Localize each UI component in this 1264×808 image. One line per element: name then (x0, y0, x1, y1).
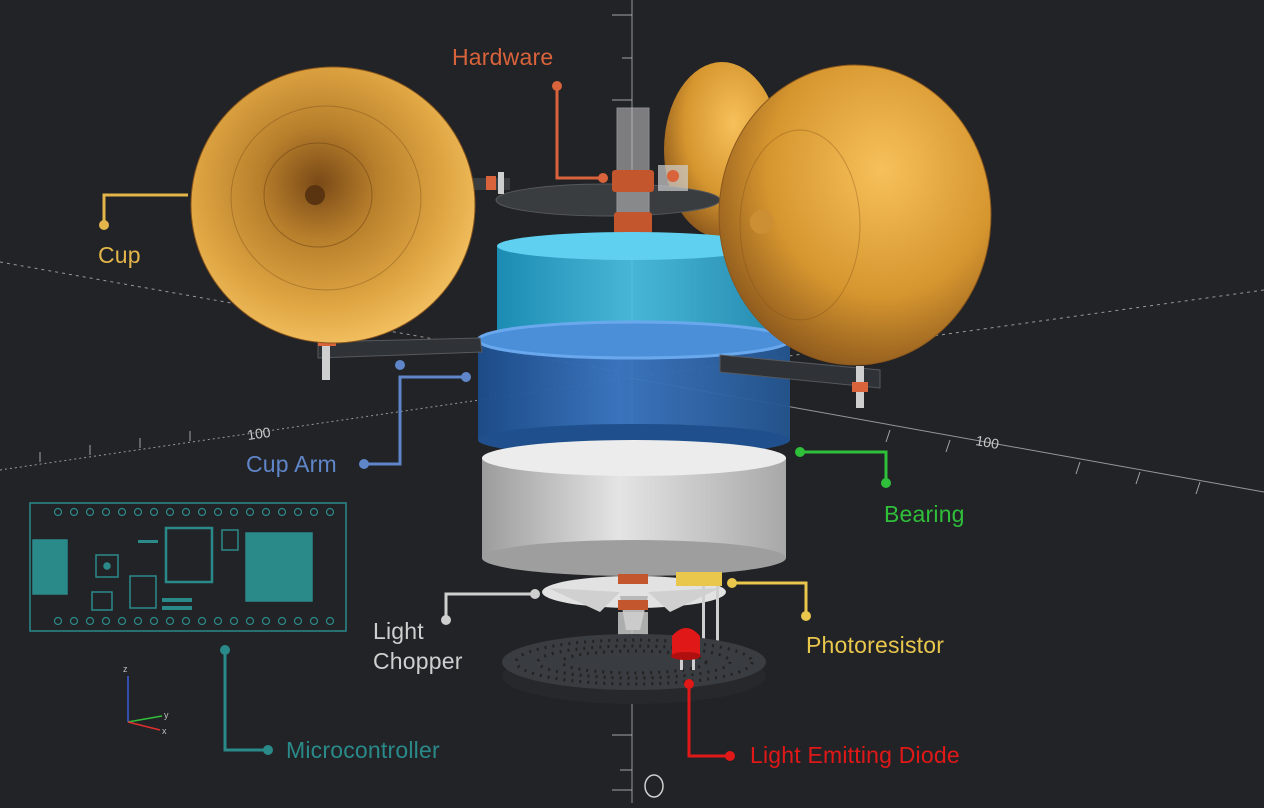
leader-dot-cup (99, 220, 109, 230)
label-led: Light Emitting Diode (750, 742, 960, 768)
label-hardware: Hardware (452, 44, 554, 70)
leader-dot-hardware-end (598, 173, 608, 183)
leader-dot-bearing (795, 447, 805, 457)
leader-photoresistor (732, 581, 808, 616)
leader-hardware (555, 86, 603, 180)
label-light-chopper: Light Chopper (373, 618, 463, 674)
leader-dot-bearing-end (881, 478, 891, 488)
axis-tick-label-left: 100 (246, 424, 272, 443)
leader-dot-led (684, 679, 694, 689)
blue-housing (476, 320, 792, 456)
leader-dot-cup-arm-mid (395, 360, 405, 370)
axis-ticks (39, 14, 1201, 791)
axis-triad-icon (127, 676, 163, 731)
grey-housing (482, 440, 786, 576)
led-part (671, 628, 701, 670)
axis-triad-y-label: y (164, 710, 169, 720)
leader-led (687, 684, 730, 758)
leader-dot-cup-arm-end (461, 372, 471, 382)
leader-microcontroller (223, 650, 268, 752)
label-photoresistor: Photoresistor (806, 632, 945, 658)
leader-dot-photoresistor-end (801, 611, 811, 621)
leader-dot-photoresistor (727, 578, 737, 588)
leader-dot-led-end (725, 751, 735, 761)
leader-cup (102, 193, 188, 225)
leader-dot-light-chopper (441, 615, 451, 625)
top-hub-plate (450, 172, 721, 217)
leader-dot-cup-arm (359, 459, 369, 469)
label-cup: Cup (98, 242, 141, 268)
leader-dot-microcontroller-end (263, 745, 273, 755)
leader-cup-arm (364, 375, 466, 466)
leader-dot-microcontroller (220, 645, 230, 655)
label-cup-arm: Cup Arm (246, 451, 337, 477)
photoresistor-part (676, 572, 722, 646)
leader-light-chopper (444, 592, 535, 620)
base-board (502, 634, 766, 704)
axis-triad-x-label: x (162, 726, 167, 736)
axis-triad-z-label: z (123, 664, 128, 674)
leader-dot-light-chopper-end (530, 589, 540, 599)
axis-tick-label-right: 100 (974, 432, 1000, 452)
leader-dot-hardware (552, 81, 562, 91)
label-microcontroller: Microcontroller (286, 737, 440, 763)
label-bearing: Bearing (884, 501, 965, 527)
microcontroller-board (29, 502, 347, 632)
leader-bearing (800, 450, 888, 483)
cup-right (718, 64, 992, 366)
shaft (612, 107, 688, 249)
cup-left (190, 66, 476, 344)
orbit-marker-icon (644, 774, 664, 798)
